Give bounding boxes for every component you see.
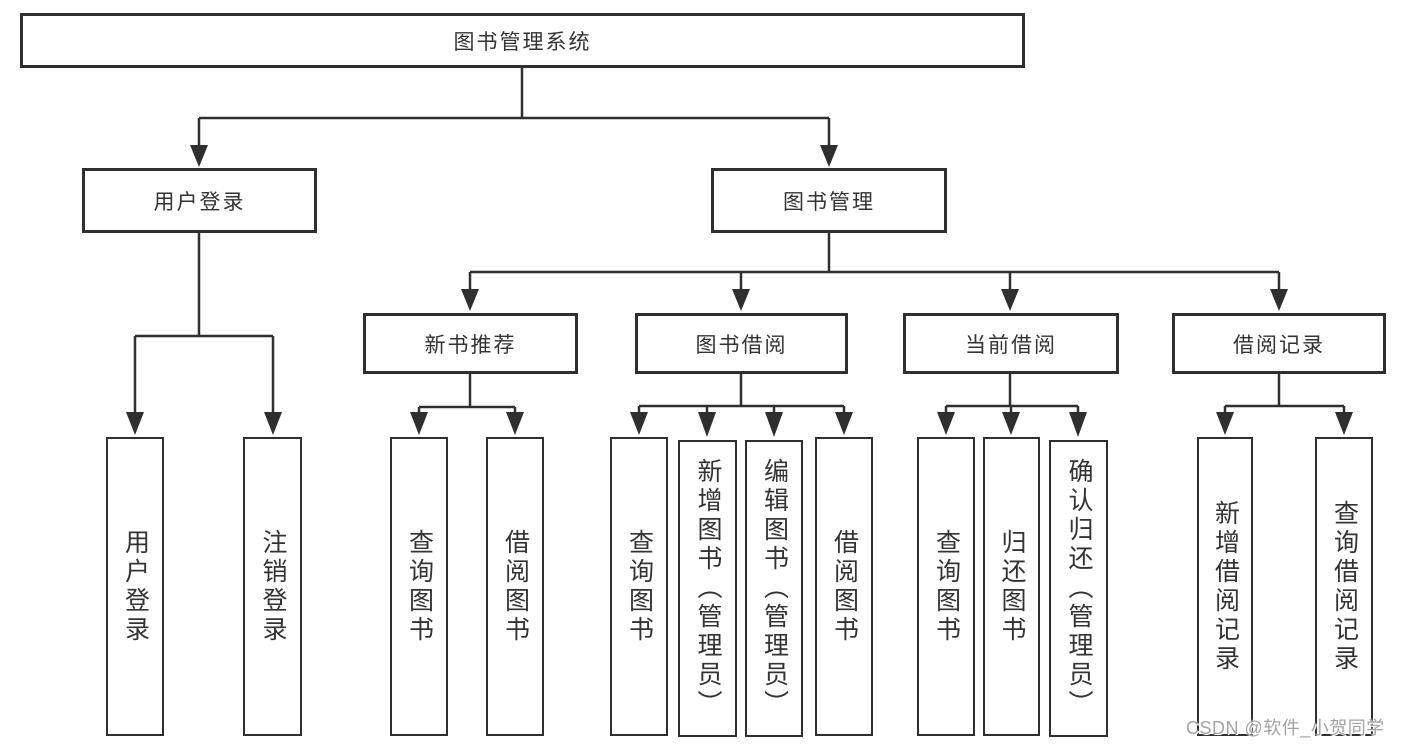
leaf-query-books: 查询图书 <box>610 437 668 736</box>
leaf-confirm-return-admin: 确认归还（管理员） <box>1049 440 1108 737</box>
leaf-query-books: 查询图书 <box>917 437 975 736</box>
leaf-add-books-admin: 新增图书（管理员） <box>678 440 737 737</box>
leaf-borrow-books: 借阅图书 <box>486 437 544 736</box>
node-current-borrowing: 当前借阅 <box>903 313 1119 374</box>
leaf-query-borrow-record: 查询借阅记录 <box>1315 437 1373 736</box>
node-new-book-recommendation: 新书推荐 <box>363 313 578 374</box>
leaf-user-login: 用户登录 <box>106 437 164 736</box>
leaf-edit-books-admin: 编辑图书（管理员） <box>745 440 803 737</box>
node-library-management-system: 图书管理系统 <box>20 13 1025 68</box>
node-borrowing-records: 借阅记录 <box>1172 313 1386 374</box>
leaf-return-books: 归还图书 <box>983 437 1040 736</box>
leaf-query-books: 查询图书 <box>390 437 448 736</box>
leaf-borrow-books: 借阅图书 <box>815 437 873 736</box>
node-book-borrowing: 图书借阅 <box>635 313 848 374</box>
leaf-logout: 注销登录 <box>243 437 302 736</box>
csdn-watermark: CSDN @软件_小贺同学 <box>1186 718 1385 738</box>
node-user-login-branch: 用户登录 <box>82 168 317 233</box>
node-book-management-branch: 图书管理 <box>711 168 947 233</box>
leaf-add-borrow-record: 新增借阅记录 <box>1197 437 1253 736</box>
